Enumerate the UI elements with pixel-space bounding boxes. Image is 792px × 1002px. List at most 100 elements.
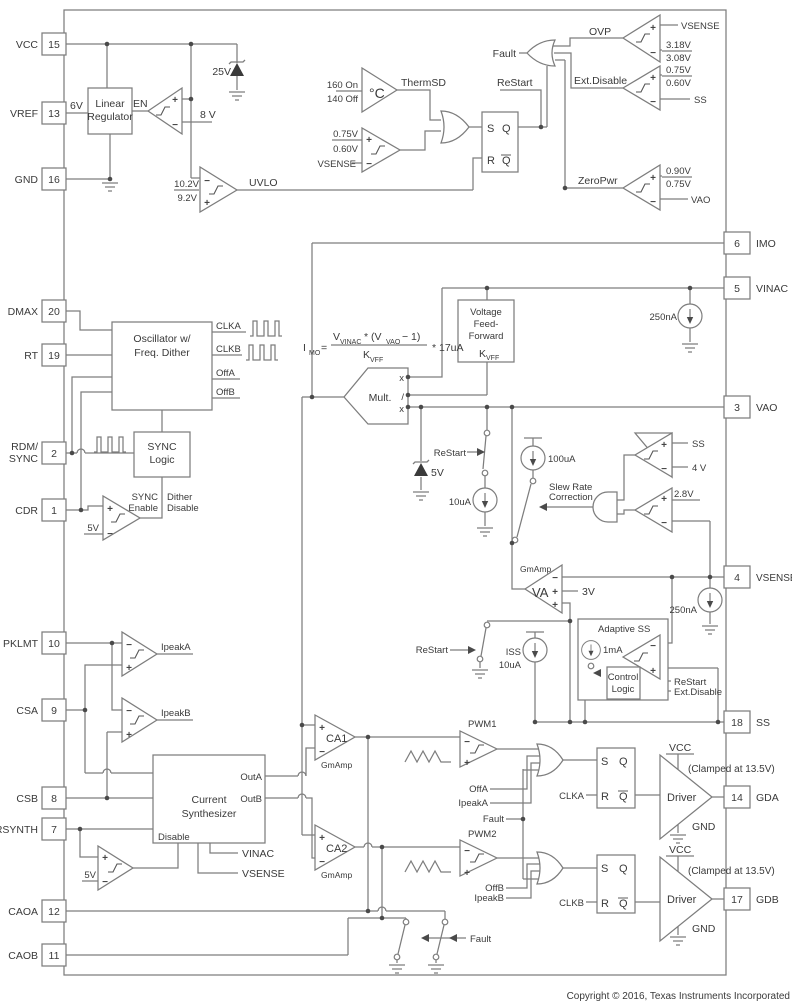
switch-terminal	[393, 953, 401, 961]
restart-label: ReStart	[497, 77, 533, 89]
pin-label: VSENSE	[756, 573, 792, 584]
synth-label-1: Current	[191, 794, 226, 806]
pin-number: 18	[731, 717, 743, 729]
gate-offa-label: OffA	[469, 784, 488, 795]
gate-a-or	[536, 743, 564, 777]
labels: 6V Linear Regulator EN 8 V 25V UVLO 10.2…	[70, 21, 790, 1002]
latch-a	[596, 747, 636, 809]
pin-label: VCC	[16, 39, 39, 51]
control-logic-1: Control	[608, 672, 639, 683]
gate-ipeakb-label: IpeakB	[474, 893, 504, 904]
pin-number: 6	[734, 238, 740, 250]
pin-number: 15	[48, 39, 60, 51]
gate-offb-label: OffB	[485, 883, 504, 894]
sync-logic-box	[133, 431, 191, 478]
plus: +	[552, 587, 558, 598]
pwm1-comparator	[459, 730, 499, 768]
fault-set-or-gate	[440, 110, 470, 144]
sync-enable-2: Enable	[128, 503, 158, 514]
plus: +	[204, 198, 210, 209]
ovp-low: 3.08V	[666, 53, 691, 64]
vs-cmp-low: 0.60V	[333, 144, 358, 155]
voltage-feed-forward-box	[457, 299, 515, 363]
driver-b-gnd: GND	[692, 923, 716, 935]
latch1-qbar: Q	[502, 155, 511, 167]
ss-restart-label: ReStart	[416, 645, 449, 656]
clka-label: CLKA	[216, 321, 241, 332]
vff-label-3: Forward	[469, 331, 504, 342]
pin-number: 3	[734, 402, 740, 414]
adaptive-restart-label: ReStart	[674, 677, 707, 688]
3v-ref-label: 3V	[582, 586, 595, 598]
8v-label: 8 V	[200, 109, 216, 121]
minus: −	[464, 846, 470, 857]
ipeakb-label: IpeakB	[161, 708, 191, 719]
pin-label: GDB	[756, 894, 779, 906]
switch-terminal	[529, 477, 537, 485]
eq-tail: * 17uA	[432, 342, 464, 354]
plus: +	[107, 504, 113, 515]
pwm2-label: PWM2	[468, 829, 497, 840]
synth-label-2: Synthesizer	[182, 808, 237, 820]
fault-or-gate	[526, 39, 556, 67]
switch-terminal	[441, 918, 449, 926]
eq-equals: =	[321, 342, 327, 354]
clkb-waveform	[246, 344, 278, 361]
en-comparator	[146, 86, 183, 136]
adaptive-ss-title: Adaptive SS	[598, 624, 650, 635]
eq-den: K	[363, 349, 370, 361]
latcha-qbar: Q	[619, 791, 628, 803]
uvlo-comparator	[199, 165, 239, 214]
oscillator-box	[111, 321, 213, 411]
pin-number: 9	[51, 705, 57, 717]
pin-label: CDR	[15, 505, 38, 517]
ipeaka-label: IpeakA	[161, 642, 191, 653]
vsense-fault-comparator	[361, 126, 402, 174]
minus: −	[126, 706, 132, 717]
zeropwr-comparator	[621, 163, 661, 212]
outb-label: OutB	[240, 794, 262, 805]
pin-label: RDM/	[11, 441, 38, 453]
ovp-high: 3.18V	[666, 40, 691, 51]
plus: +	[319, 833, 325, 844]
current-source-10ua-icon	[472, 487, 498, 513]
current-synthesizer-box	[152, 754, 266, 844]
clkb-latch-label: CLKB	[559, 898, 584, 909]
zener-25v-icon	[230, 63, 244, 76]
eq-v2-sub: VAO	[386, 339, 401, 346]
thermal-on-label: 160 On	[327, 80, 358, 91]
2v8-ref-label: 2.8V	[674, 489, 694, 500]
sync-logic-1: SYNC	[147, 441, 177, 453]
minus: −	[319, 747, 325, 758]
pin-label: GND	[15, 174, 39, 186]
uvlo-threshold-low: 9.2V	[177, 193, 197, 204]
latchb-r: R	[601, 898, 609, 910]
copyright: Copyright © 2016, Texas Instruments Inco…	[567, 991, 790, 1002]
latchb-q: Q	[619, 863, 628, 875]
pin-number: 11	[49, 950, 60, 962]
pwm2-ramp-waveform	[404, 859, 451, 874]
pin-number: 1	[51, 505, 57, 517]
va-gmamp-label: GmAmp	[520, 564, 551, 574]
plus: +	[464, 868, 470, 879]
thermsd-label: ThermSD	[401, 77, 446, 89]
thermal-off-label: 140 Off	[327, 94, 358, 105]
plus: +	[650, 666, 656, 677]
driver-b-clamp: (Clamped at 13.5V)	[688, 866, 775, 877]
pin-label: PKLMT	[3, 638, 39, 650]
pin-vcc: 15 VCC	[16, 32, 67, 56]
pin-vsense: 4VSENSE	[723, 565, 792, 589]
control-logic-2: Logic	[612, 684, 635, 695]
zener-5v-icon	[414, 463, 428, 476]
synth-vinac-label: VINAC	[242, 848, 275, 860]
100ua-label: 100uA	[548, 454, 576, 465]
ca2-label: CA2	[326, 843, 347, 855]
